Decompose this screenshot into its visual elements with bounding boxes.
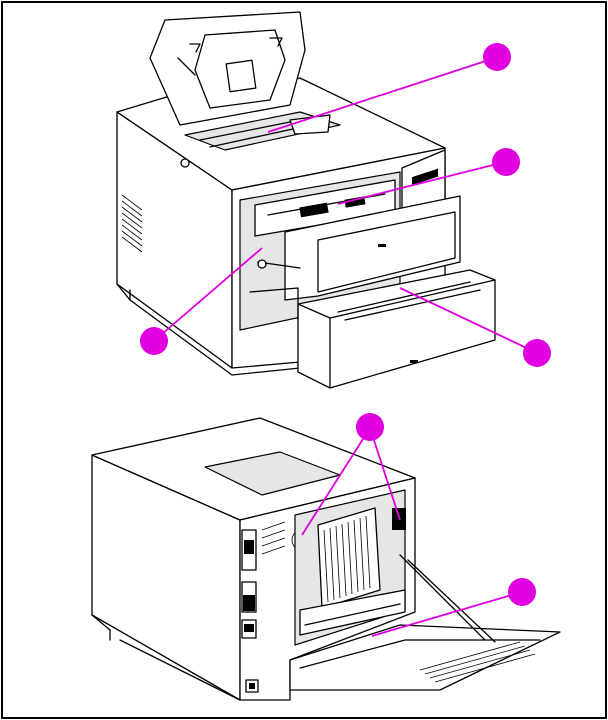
printer-front-view — [117, 12, 495, 388]
callout-marker-3 — [140, 327, 168, 355]
callout-marker-2 — [492, 148, 520, 176]
printer-rear-view — [92, 418, 560, 700]
callout-marker-1 — [483, 43, 511, 71]
callout-marker-5 — [356, 413, 384, 441]
callout-marker-6 — [508, 578, 536, 606]
callout-marker-4 — [523, 339, 551, 367]
